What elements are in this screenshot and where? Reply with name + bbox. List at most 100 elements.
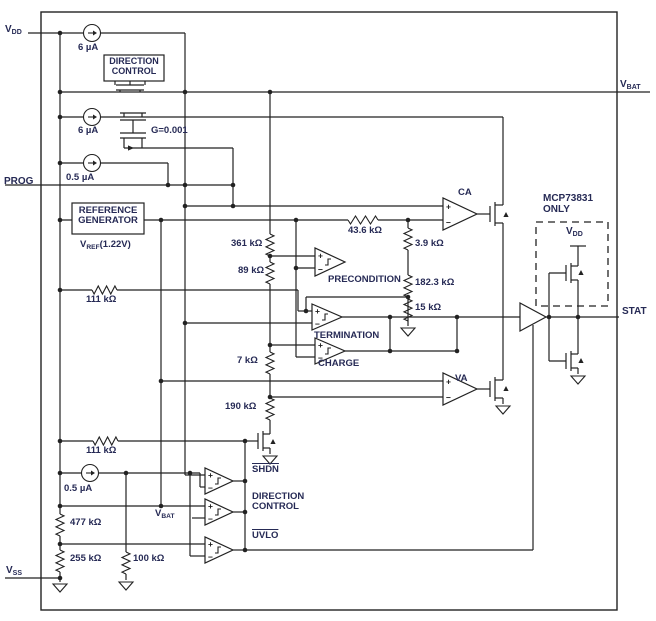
vdd-internal-label-text: DD bbox=[572, 231, 583, 238]
gain-label: G=0.001 bbox=[151, 125, 188, 136]
termination-label-text: TERMINATION bbox=[314, 330, 380, 341]
mosfet-arrows bbox=[128, 145, 584, 444]
resistors bbox=[54, 214, 414, 575]
vbat-comp-label: VBAT bbox=[155, 508, 175, 520]
termination-comparator: +− bbox=[311, 303, 344, 331]
precondition-label: PRECONDITION bbox=[328, 274, 401, 285]
resistor-89k-label: 89 kΩ bbox=[238, 265, 265, 276]
resistor-7k-label-text: 7 kΩ bbox=[237, 355, 258, 366]
current-6ua-2-label: 6 µA bbox=[78, 125, 99, 136]
resistor-477k-label: 477 kΩ bbox=[70, 517, 102, 528]
svg-text:−: − bbox=[318, 353, 323, 363]
current-6ua-2-label-text: 6 µA bbox=[78, 125, 99, 136]
resistor-100k-label-text: 100 kΩ bbox=[133, 553, 165, 564]
gain-label-text: G=0.001 bbox=[151, 125, 188, 136]
vbat-pin-label-text: V bbox=[620, 79, 627, 90]
resistor-190k-label: 190 kΩ bbox=[225, 401, 257, 412]
current-sources bbox=[80, 23, 102, 483]
current-6ua-1-label-text: 6 µA bbox=[78, 42, 99, 53]
reference-generator-block-label-text: REFERENCE bbox=[78, 205, 138, 216]
junction-dots bbox=[57, 30, 581, 581]
va-label: VA bbox=[455, 373, 468, 384]
svg-text:−: − bbox=[318, 265, 323, 275]
resistor-15k-label: 15 kΩ bbox=[415, 302, 442, 313]
svg-text:+: + bbox=[446, 377, 451, 387]
resistor-361k-label: 361 kΩ bbox=[231, 238, 263, 249]
resistor-3-9k-label: 3.9 kΩ bbox=[415, 238, 444, 249]
resistor-89k-label-text: 89 kΩ bbox=[238, 265, 265, 276]
voltage-amplifier-va: +− bbox=[442, 372, 479, 406]
termination-label: TERMINATION bbox=[314, 330, 380, 341]
ca-label: CA bbox=[458, 187, 472, 198]
vref-label-text: V bbox=[80, 239, 87, 250]
charge-label-text: CHARGE bbox=[318, 358, 360, 369]
svg-text:−: − bbox=[208, 483, 213, 493]
svg-text:−: − bbox=[208, 552, 213, 562]
vdd-internal-label-text: V bbox=[566, 226, 573, 237]
shdn-label: SHDN bbox=[252, 464, 279, 475]
vbat-pin-label: VBAT bbox=[620, 79, 641, 91]
mcp73831-only-label-text: MCP73831 bbox=[543, 193, 594, 204]
resistor-43-6k-label-text: 43.6 kΩ bbox=[348, 225, 383, 236]
resistor-15k-label-text: 15 kΩ bbox=[415, 302, 442, 313]
svg-text:+: + bbox=[318, 251, 323, 261]
resistor-182-3k-label-text: 182.3 kΩ bbox=[415, 277, 455, 288]
resistor-7k-label: 7 kΩ bbox=[237, 355, 258, 366]
wires bbox=[5, 32, 650, 582]
direction-control-block-label-text: CONTROL bbox=[111, 65, 157, 76]
svg-text:−: − bbox=[208, 514, 213, 524]
resistor-3-9k-label-text: 3.9 kΩ bbox=[415, 238, 444, 249]
reference-generator-block-label-text: GENERATOR bbox=[78, 215, 138, 227]
resistor-182-3k-label: 182.3 kΩ bbox=[415, 277, 455, 288]
prog-pin-label-text: PROG bbox=[4, 176, 34, 187]
uvlo-comparator: +− bbox=[204, 536, 235, 564]
vbat-comp-label-text: BAT bbox=[161, 513, 175, 520]
precondition-comparator: +− bbox=[314, 247, 347, 277]
current-05ua-2-label-text: 0.5 µA bbox=[64, 483, 93, 494]
blocks bbox=[71, 54, 165, 235]
direction-control-comp-label-text: DIRECTION bbox=[252, 491, 305, 502]
vref-label-text: (1.22V) bbox=[99, 239, 131, 250]
resistor-43-6k-label: 43.6 kΩ bbox=[348, 225, 383, 236]
status-buffer bbox=[519, 301, 548, 333]
vbat-comp-label-text: V bbox=[155, 508, 162, 519]
current-05ua-1-label-text: 0.5 µA bbox=[66, 172, 95, 183]
resistor-111k-top-label: 111 kΩ bbox=[86, 294, 116, 305]
resistor-477k-label-text: 477 kΩ bbox=[70, 517, 102, 528]
shdn-label-text: SHDN bbox=[252, 464, 279, 475]
svg-text:+: + bbox=[208, 470, 213, 480]
va-label-text: VA bbox=[455, 373, 468, 384]
svg-text:−: − bbox=[446, 393, 451, 403]
vdd-pin-label-text: DD bbox=[11, 29, 22, 36]
charge-comparator: +− bbox=[314, 337, 347, 365]
vss-pin-label: VSS bbox=[6, 565, 23, 577]
vss-pin-label-text: SS bbox=[12, 570, 23, 577]
uvlo-label: UVLO bbox=[252, 530, 278, 541]
vref-label-text: REF bbox=[86, 244, 100, 251]
direction-control-block-label-text: DIRECTION bbox=[109, 56, 159, 66]
vdd-pin-label: VDD bbox=[5, 24, 22, 36]
precondition-label-text: PRECONDITION bbox=[328, 274, 401, 285]
vss-pin-label-text: V bbox=[6, 565, 13, 576]
prog-pin-label: PROG bbox=[4, 176, 34, 188]
svg-text:+: + bbox=[208, 501, 213, 511]
mcp73831-only-label-text: ONLY bbox=[543, 203, 570, 215]
vref-label: VREF(1.22V) bbox=[80, 239, 131, 251]
svg-text:+: + bbox=[446, 202, 451, 212]
svg-text:+: + bbox=[318, 340, 323, 350]
ca-label-text: CA bbox=[458, 187, 472, 198]
resistor-361k-label-text: 361 kΩ bbox=[231, 238, 263, 249]
current-6ua-1-label: 6 µA bbox=[78, 42, 99, 53]
svg-text:−: − bbox=[446, 218, 451, 228]
current-amplifier-ca: +− bbox=[442, 197, 479, 231]
ground-symbols bbox=[51, 327, 587, 593]
direction-control-comp-label-text: CONTROL bbox=[252, 501, 299, 513]
shdn-comparator: +− bbox=[204, 467, 235, 495]
outer-border bbox=[40, 11, 618, 611]
resistor-190k-label-text: 190 kΩ bbox=[225, 401, 257, 412]
